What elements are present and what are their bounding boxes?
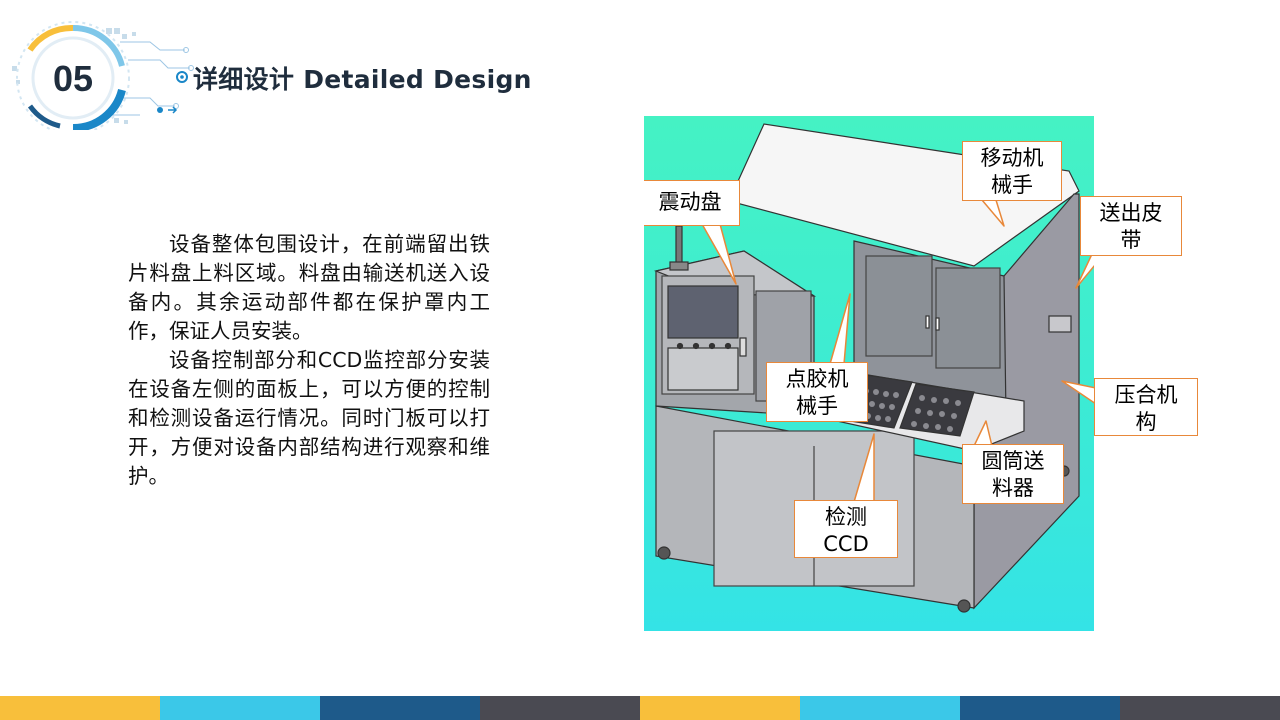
label-outfeed-belt-line1: 送出皮 [1099, 201, 1163, 225]
footer-stripe-navy-2 [960, 696, 1120, 720]
label-cylinder-feeder-line2: 料器 [992, 476, 1034, 500]
label-moving-robot-line2: 械手 [991, 173, 1033, 197]
footer-stripe-navy-1 [320, 696, 480, 720]
callout-vibration-plate: 震动盘 [644, 180, 740, 226]
label-moving-robot-line1: 移动机 [980, 146, 1044, 170]
label-inspection-ccd-line2: CCD [823, 532, 869, 556]
callout-cylinder-feeder: 圆筒送 料器 [962, 444, 1064, 504]
gear-icon [176, 71, 188, 83]
paragraph-control-panel: 设备控制部分和CCD监控部分安装在设备左侧的面板上，可以方便的控制和检测设备运行… [128, 348, 490, 488]
footer-stripe-slate-2 [1120, 696, 1280, 720]
footer-stripe-cyan-1 [160, 696, 320, 720]
machine-illustration: 震动盘 移动机 械手 送出皮 带 点胶机 械手 压合机 构 圆筒送 料器 检测 … [644, 116, 1094, 631]
section-badge: 05 [10, 20, 200, 135]
pointer-dispensing-robot [829, 293, 851, 365]
description-text: 设备整体包围设计，在前端留出铁片料盘上料区域。料盘由输送机送入设备内。其余运动部… [128, 230, 490, 491]
pointer-press-mech [1061, 380, 1094, 404]
label-inspection-ccd-line1: 检测 [825, 505, 867, 529]
section-number: 05 [53, 58, 93, 99]
arrow-icon [168, 106, 178, 114]
label-cylinder-feeder-line1: 圆筒送 [981, 449, 1045, 473]
label-outfeed-belt-line2: 带 [1120, 228, 1142, 252]
callout-moving-robot: 移动机 械手 [962, 141, 1062, 201]
label-press-mech-line1: 压合机 [1114, 383, 1178, 407]
callout-outfeed-belt-outer: 送出皮 带 [1080, 196, 1182, 256]
footer-stripe-yellow-2 [640, 696, 800, 720]
paragraph-overall-design: 设备整体包围设计，在前端留出铁片料盘上料区域。料盘由输送机送入设备内。其余运动部… [128, 232, 490, 343]
callout-dispensing-robot: 点胶机 械手 [766, 362, 868, 422]
footer-stripe-slate-1 [480, 696, 640, 720]
footer-stripe-cyan-2 [800, 696, 960, 720]
label-vibration-plate: 震动盘 [658, 190, 722, 214]
page-title: 详细设计 Detailed Design [193, 65, 532, 94]
label-dispensing-robot-line2: 械手 [796, 394, 838, 418]
label-dispensing-robot-line1: 点胶机 [785, 367, 849, 391]
dot-icon [157, 107, 163, 113]
label-press-mech-line2: 构 [1135, 410, 1157, 434]
callout-press-mech-outer: 压合机 构 [1094, 378, 1198, 436]
pointer-outfeed-belt [1075, 253, 1094, 289]
footer-stripe-yellow-1 [0, 696, 160, 720]
tech-circle-decoration: 05 [12, 21, 194, 135]
callout-inspection-ccd: 检测 CCD [794, 500, 898, 558]
